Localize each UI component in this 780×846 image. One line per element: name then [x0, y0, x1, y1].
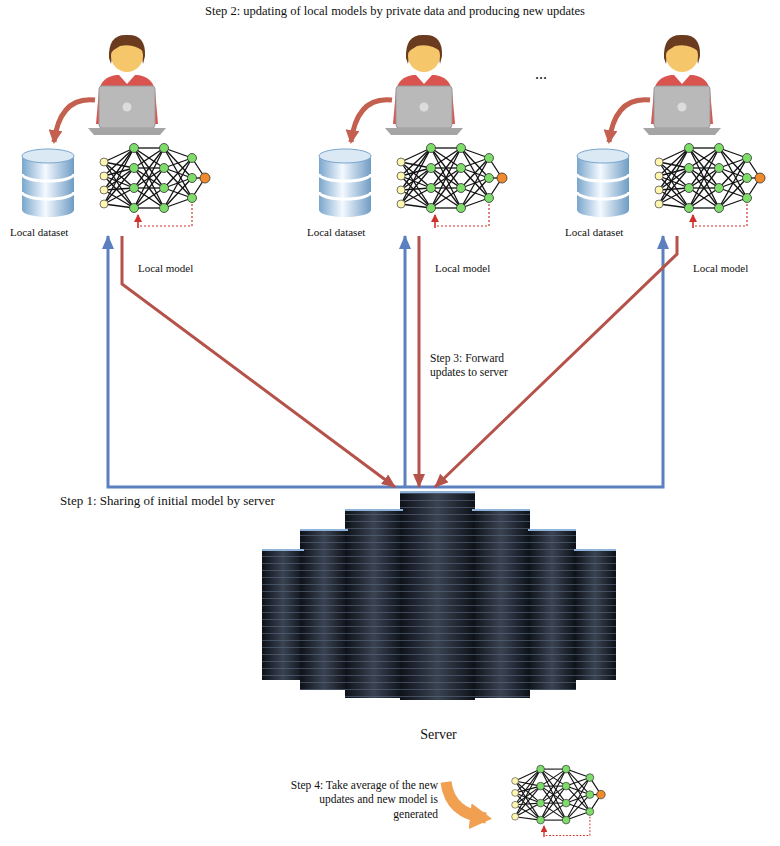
client-label: Local dataset — [10, 226, 68, 239]
client-illustration — [577, 35, 765, 228]
step-label: Step 2: updating of local models by priv… — [150, 4, 640, 20]
client-label: Local dataset — [565, 226, 623, 239]
client-label: Local dataset — [307, 226, 365, 239]
client-device: Local datasetLocal model — [307, 24, 507, 236]
server-racks — [400, 492, 475, 700]
server-racks — [472, 510, 530, 698]
server-racks — [400, 492, 475, 700]
client-label: Local model — [138, 262, 193, 275]
server-racks — [262, 492, 616, 700]
edge-label: Step 3: Forward updates to server — [428, 350, 542, 381]
client-device: Local datasetLocal model — [565, 24, 765, 236]
server-racks — [528, 530, 576, 690]
server-racks — [345, 510, 403, 698]
server-racks — [262, 549, 304, 551]
client-illustration — [22, 35, 210, 228]
server-racks — [472, 510, 530, 698]
server-racks — [528, 530, 576, 690]
step-label: Step 4: Take average of the new updates … — [286, 778, 438, 821]
server-racks — [400, 491, 475, 493]
global-model-network — [512, 765, 606, 837]
client-label: Local model — [435, 262, 490, 275]
server-racks — [574, 550, 616, 680]
update-arrow — [418, 236, 421, 487]
server-racks — [300, 530, 348, 690]
client-device: Local datasetLocal model — [10, 24, 210, 236]
server-racks — [300, 529, 348, 531]
step-label: Step 1: Sharing of initial model by serv… — [45, 493, 290, 509]
server-node: Server — [255, 487, 622, 749]
ellipsis: ... — [535, 64, 565, 84]
server-racks — [574, 550, 616, 680]
update-arrow — [122, 236, 395, 487]
server-racks — [300, 530, 348, 690]
average-arrow — [446, 782, 486, 818]
model-share-arrow — [108, 236, 405, 487]
model-share-arrow — [405, 236, 663, 487]
server-label: Server — [255, 727, 622, 744]
client-label: Local model — [693, 262, 748, 275]
server-racks — [528, 529, 576, 531]
server-racks — [345, 510, 403, 698]
server-racks — [472, 509, 530, 511]
server-racks — [262, 550, 304, 680]
server-racks — [262, 550, 304, 680]
server-racks — [345, 509, 403, 511]
server-racks — [574, 549, 616, 551]
model-share-arrow — [404, 236, 407, 487]
client-illustration — [319, 35, 507, 228]
